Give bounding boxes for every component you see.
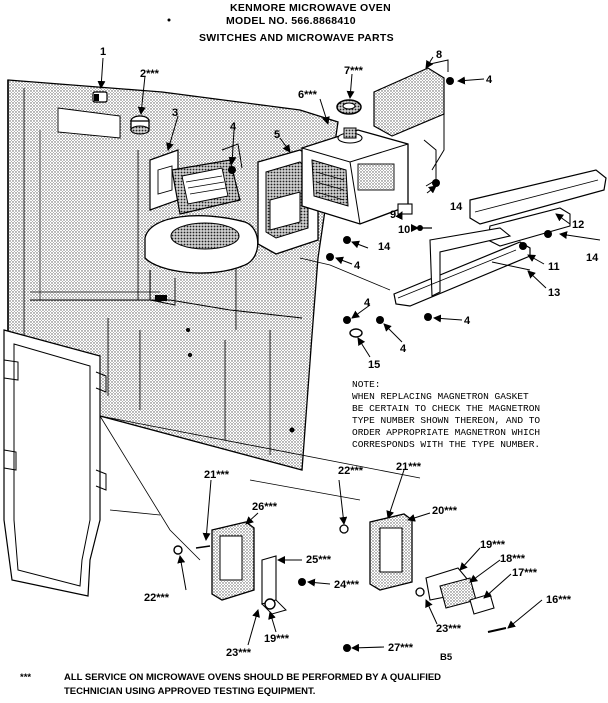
callout-21-a: 21*** [204,469,230,481]
callout-26: 26*** [252,501,278,513]
callout-6: 6*** [298,89,318,101]
callout-9: 9 [390,209,396,221]
callout-18: 18*** [500,553,526,565]
note-line-4: ORDER APPROPRIATE MAGNETRON WHICH [352,427,540,438]
callout-14-c: 14 [378,241,391,253]
header-line-2: MODEL NO. 566.8868410 [226,15,356,27]
note-line-1: WHEN REPLACING MAGNETRON GASKET [352,391,529,402]
callout-19-a: 19*** [264,633,290,645]
magnetron-gasket-part [336,99,362,115]
callout-14-b: 14 [586,252,599,264]
note-line-2: BE CERTAIN TO CHECK THE MAGNETRON [352,403,540,414]
note-line-5: CORRESPONDS WITH THE TYPE NUMBER. [352,439,540,450]
stray-dot [167,18,171,22]
callout-2: 2*** [140,68,160,80]
callout-3: 3 [172,107,178,119]
callout-11: 11 [548,261,560,273]
callout-10: 10 [398,224,410,236]
callout-19-b: 19*** [480,539,506,551]
callout-7: 7*** [344,65,364,77]
callout-8: 8 [436,49,442,61]
callout-4-f: 4 [400,343,407,355]
callout-13: 13 [548,287,560,299]
note-title: NOTE: [352,379,381,390]
page-code: B5 [440,652,453,663]
blower-motor-assembly [144,143,259,306]
left-switch-assembly [173,521,351,652]
callout-16: 16*** [546,594,572,606]
callout-24: 24*** [334,579,360,591]
footer-line-2: TECHNICIAN USING APPROVED TESTING EQUIPM… [64,686,315,697]
callout-4-e: 4 [464,315,471,327]
callout-4-a: 4 [230,121,237,133]
callout-4-c: 4 [354,260,361,272]
footer-warning: *** ALL SERVICE ON MICROWAVE OVENS SHOUL… [20,672,441,697]
callout-23-a: 23*** [226,647,252,659]
callout-12: 12 [572,219,584,231]
callout-5: 5 [274,129,280,141]
grommet-part [130,115,150,135]
screws [228,77,552,338]
callout-25: 25*** [306,554,332,566]
callout-4-d: 4 [364,297,371,309]
callout-21-b: 21*** [396,461,422,473]
callout-22-b: 22*** [144,592,170,604]
callout-27: 27*** [388,642,414,654]
magnetron-part [301,127,409,225]
callout-labels: 1 2*** 3 4 5 6*** 7*** 8 4 9 10 11 12 13… [100,46,599,659]
header-line-1: KENMORE MICROWAVE OVEN [230,2,391,14]
callout-14-a: 14 [450,201,463,213]
callout-4-b: 4 [486,74,493,86]
footer-line-1: ALL SERVICE ON MICROWAVE OVENS SHOULD BE… [64,672,441,683]
magnetron-note: NOTE: WHEN REPLACING MAGNETRON GASKET BE… [352,379,540,450]
note-line-3: TYPE NUMBER SHOWN THEREON, AND TO [352,415,540,426]
callout-17: 17*** [512,567,538,579]
header-line-3: SWITCHES AND MICROWAVE PARTS [199,32,394,44]
fuse-part [92,91,108,103]
footer-marker: *** [20,672,31,683]
oven-front-frame [3,329,107,597]
callout-22-a: 22*** [338,465,364,477]
callout-20: 20*** [432,505,458,517]
callout-23-b: 23*** [436,623,462,635]
callout-15: 15 [368,359,380,371]
reference-lines [99,150,421,561]
thermal-cutout-bracket [373,59,449,187]
callout-1: 1 [100,46,106,58]
callout-arrows [97,56,601,652]
right-switch-assembly [339,513,507,633]
